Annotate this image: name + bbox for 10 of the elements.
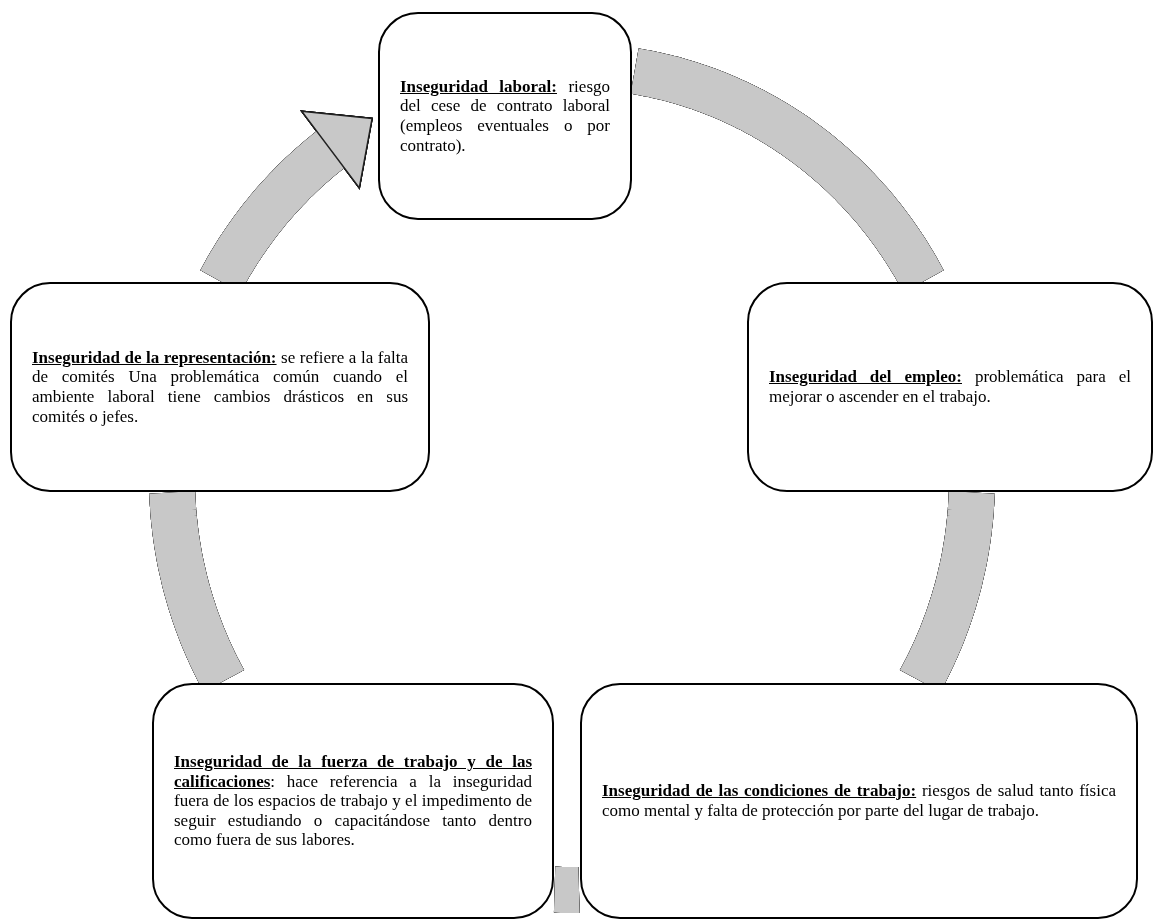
description-text: Inseguridad de las condiciones de trabajo: riesgos de salud tanto física como mental y falta de protección por parte del lugar de trabajo. — [602, 781, 1116, 821]
description-text: Inseguridad laboral: riesgo del cese de contrato laboral (empleos eventuales o por contrato). — [400, 76, 610, 156]
text-box — [152, 683, 554, 919]
description-text: Inseguridad de la representación: se refiere a la falta de comités Una problemática común cuando el ambiente laboral tiene cambios drásticos en sus comités o jefes. — [32, 347, 408, 427]
text-box — [378, 12, 632, 220]
description-text: Inseguridad del empleo: problemática para el mejorar o ascender en el trabajo. — [769, 367, 1131, 407]
text-box — [747, 282, 1153, 492]
text-box — [10, 282, 430, 492]
text-box — [580, 683, 1138, 919]
description-text: Inseguridad de la fuerza de trabajo y de las calificaciones: hace referencia a la inseguridad fuera de los espacios de trabajo y el impedimento de seguir estudiando o capacitándose tanto dentro como fuera de sus labores. — [174, 752, 532, 850]
